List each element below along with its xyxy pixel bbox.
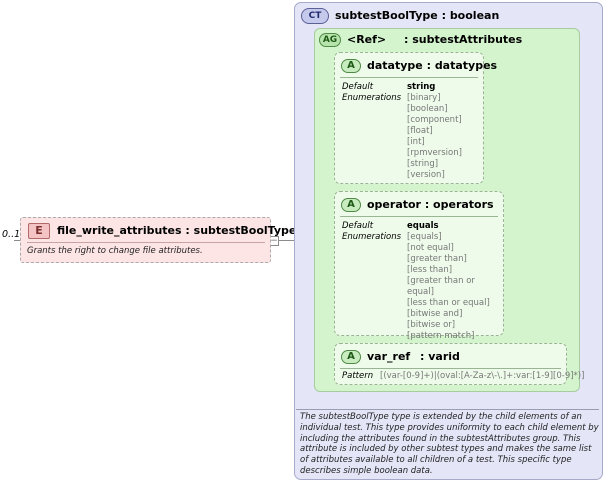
element-type: subtestBoolType: [193, 224, 297, 237]
enum-value: [bitwise and]: [407, 309, 463, 319]
attribute-group-badge: AG: [319, 33, 341, 47]
attribute-group-sep: :: [400, 33, 413, 46]
attribute-badge: A: [341, 59, 361, 73]
element-name: file_write_attributes: [57, 224, 182, 237]
element-type-sep: :: [181, 224, 194, 237]
enum-value: [binary]: [407, 93, 441, 103]
enumerations-label: Enumerations: [342, 232, 402, 242]
enum-value: [not equal]: [407, 243, 454, 253]
enum-value: [component]: [407, 115, 462, 125]
connector: [279, 240, 294, 241]
attribute-values: string [binary] [boolean] [component] [f…: [407, 82, 462, 181]
complex-type-doc: The subtestBoolType type is extended by …: [300, 412, 599, 476]
attribute-badge: A: [341, 350, 361, 364]
attribute-node-var-ref[interactable]: A var_ref : varid Pattern [(var-[0-9]+)|…: [334, 343, 584, 385]
element-doc: Grants the right to change file attribut…: [27, 246, 203, 256]
complex-type-name: subtestBoolType: [335, 9, 438, 22]
element-divider: [27, 242, 265, 243]
attribute-node-operator[interactable]: A operator : operators Default Enumerati…: [334, 191, 504, 341]
enum-value: [int]: [407, 137, 425, 147]
default-value: string: [407, 82, 436, 92]
complex-type-divider: [296, 409, 599, 410]
attribute-divider: [340, 77, 478, 78]
attribute-node-datatype[interactable]: A datatype : datatypes Default Enumerati…: [334, 52, 497, 184]
attribute-group-title: <Ref> : subtestAttributes: [347, 33, 522, 46]
attribute-type: datatypes: [434, 59, 498, 72]
attribute-title: datatype : datatypes: [367, 59, 497, 72]
enum-value: [version]: [407, 170, 445, 180]
attribute-name: operator: [367, 198, 421, 211]
complex-type-sep: :: [437, 9, 450, 22]
complex-type-base: boolean: [449, 9, 500, 22]
complex-type-title: subtestBoolType : boolean: [335, 9, 499, 22]
complex-type-badge: CT: [301, 8, 329, 24]
connector: [14, 240, 20, 241]
attribute-type: varid: [428, 350, 460, 363]
element-title: file_write_attributes : subtestBoolType: [57, 224, 296, 237]
attribute-type: operators: [433, 198, 494, 211]
element-badge: E: [28, 223, 50, 239]
attribute-group-name: subtestAttributes: [412, 33, 523, 46]
attribute-title: operator : operators: [367, 198, 494, 211]
enum-value: [less than or equal]: [407, 298, 490, 308]
enum-value: [less than]: [407, 265, 453, 275]
enumerations-label: Enumerations: [342, 93, 402, 103]
enum-value: [string]: [407, 159, 439, 169]
enum-value: [greater than or equal]: [407, 276, 475, 297]
enum-value: [equals]: [407, 232, 442, 242]
attribute-divider: [340, 368, 561, 369]
occurrence-label: 0..1: [2, 229, 21, 240]
attribute-title: var_ref : varid: [367, 350, 460, 363]
attribute-sep: :: [422, 59, 435, 72]
attribute-group-ref: <Ref>: [347, 33, 387, 46]
pattern-label: Pattern: [342, 371, 374, 381]
pattern-value: [(var-[0-9]+)|(oval:[A-Za-z\-\.]+:var:[1…: [380, 371, 585, 381]
attribute-sep: :: [420, 198, 434, 211]
element-node[interactable]: E file_write_attributes : subtestBoolTyp…: [20, 217, 296, 263]
attribute-divider: [340, 216, 498, 217]
attribute-sep: :: [416, 350, 429, 363]
enum-value: [float]: [407, 126, 433, 136]
enum-value: [bitwise or]: [407, 320, 456, 330]
enum-value: [boolean]: [407, 104, 448, 114]
enum-value: [greater than]: [407, 254, 467, 264]
attribute-name: datatype: [367, 59, 423, 72]
default-label: Default: [342, 221, 374, 231]
enum-value: [rpmversion]: [407, 148, 462, 158]
default-label: Default: [342, 82, 374, 92]
default-value: equals: [407, 221, 439, 231]
attribute-badge: A: [341, 198, 361, 212]
enum-value: [pattern match]: [407, 331, 475, 341]
attribute-values: equals [equals] [not equal] [greater tha…: [407, 221, 503, 342]
attribute-name: var_ref: [367, 350, 411, 363]
